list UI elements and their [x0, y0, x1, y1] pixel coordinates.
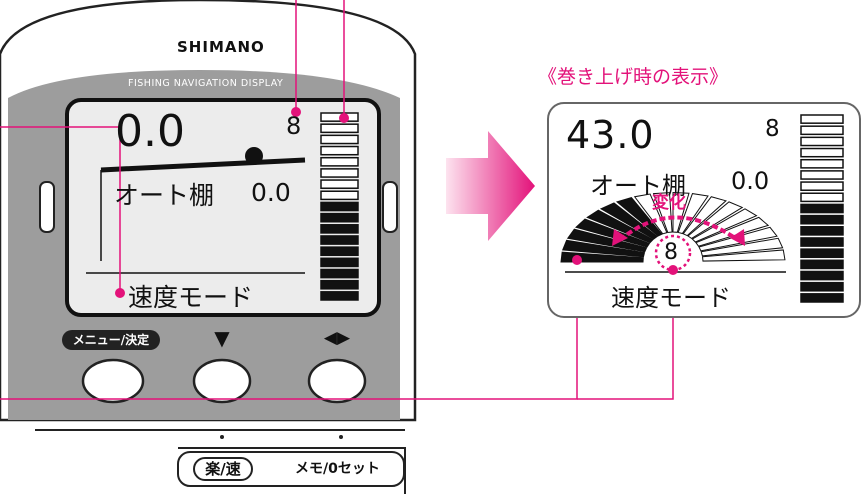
- right-gauge-value: 8: [664, 240, 678, 265]
- level-bar-empty: [320, 145, 359, 156]
- level-bar-filled: [320, 291, 359, 301]
- gauge-arrow-right: [730, 229, 745, 246]
- device-side-tab-right: [382, 181, 398, 233]
- level-bar-filled: [320, 257, 359, 268]
- lower-label-panel: [178, 447, 406, 494]
- level-bar-filled: [320, 235, 359, 245]
- gauge-segment-filled: [586, 209, 654, 244]
- level-bar-empty: [320, 168, 359, 178]
- device-subtitle: FISHING NAVIGATION DISPLAY: [128, 78, 284, 89]
- right-mode-label: 速度モード: [611, 284, 731, 312]
- level-bar-filled: [800, 293, 844, 303]
- level-bar-filled: [320, 246, 359, 257]
- left-level-bars: [320, 112, 359, 301]
- callout-dot-small: [291, 107, 301, 117]
- gauge-segment-filled: [615, 196, 663, 237]
- raku-soku-label: 楽/速: [205, 460, 241, 478]
- gauge-callout-dot-center: [668, 265, 678, 275]
- level-bar-filled: [800, 214, 844, 225]
- level-bar-filled: [320, 279, 359, 290]
- dot-marker-right: [339, 435, 343, 439]
- right-auto-value: 0.0: [731, 167, 770, 195]
- speed-gauge: [560, 192, 786, 263]
- gauge-segment-empty: [695, 216, 770, 247]
- level-bar-filled: [800, 248, 844, 259]
- gauge-segment-empty: [672, 192, 690, 233]
- level-bar-filled: [320, 224, 359, 234]
- left-small-value: 8: [286, 112, 302, 140]
- level-bar-filled: [800, 281, 844, 292]
- level-bar-filled: [320, 212, 359, 223]
- left-depth-value: 0.0: [115, 106, 185, 157]
- level-bar-empty: [800, 170, 844, 180]
- gauge-callout-dot-left: [572, 255, 582, 265]
- callout-line-depth: [0, 126, 121, 293]
- level-bar-filled: [800, 270, 844, 281]
- right-level-bars: [800, 114, 844, 303]
- down-button-label: ▼: [214, 326, 230, 350]
- level-bar-empty: [320, 190, 359, 201]
- gauge-segment-filled: [599, 202, 659, 240]
- callout-dot-mode: [115, 288, 125, 298]
- right-small-value: 8: [765, 116, 780, 142]
- change-label: 変化: [652, 193, 686, 213]
- level-bar-empty: [800, 136, 844, 147]
- menu-button-label-box: [62, 330, 160, 350]
- level-bar-filled: [800, 259, 844, 270]
- left-graph-dot: [245, 147, 263, 165]
- gauge-segment-filled: [575, 218, 651, 248]
- gauge-segment-empty: [682, 196, 727, 237]
- callout-title: 《巻き上げ時の表示》: [538, 66, 729, 88]
- left-auto-value: 0.0: [251, 178, 291, 207]
- right-auto-label: オート棚: [590, 172, 686, 200]
- level-bar-filled: [800, 226, 844, 236]
- left-right-button-label: ◀▶: [323, 328, 351, 348]
- level-bar-empty: [800, 125, 844, 136]
- level-bar-empty: [320, 123, 359, 134]
- gauge-segment-empty: [633, 193, 668, 235]
- gauge-segment-empty: [701, 249, 786, 262]
- gauge-segment-filled: [566, 228, 648, 253]
- brand-logo: SHIMANO: [177, 38, 265, 56]
- level-bar-empty: [320, 179, 359, 189]
- left-screen: [65, 98, 381, 317]
- level-bar-empty: [320, 134, 359, 145]
- level-bar-filled: [800, 203, 844, 214]
- level-bar-empty: [800, 181, 844, 191]
- dot-marker-left: [220, 435, 224, 439]
- gauge-arrow-left: [612, 229, 628, 246]
- gauge-segment-empty: [700, 237, 784, 257]
- level-bar-empty: [800, 158, 844, 169]
- memo-reset-label: メモ/0セット: [295, 461, 380, 477]
- level-bar-filled: [320, 201, 359, 212]
- raku-soku-box: [193, 457, 253, 481]
- device-side-tab-left: [39, 181, 55, 233]
- gauge-segment-empty: [687, 201, 744, 240]
- level-bar-empty: [320, 156, 359, 167]
- left-right-button[interactable]: [307, 358, 367, 404]
- level-bar-empty: [800, 114, 844, 124]
- level-bar-filled: [320, 268, 359, 279]
- gauge-segment-empty: [691, 208, 758, 243]
- right-depth-value: 43.0: [566, 113, 655, 157]
- down-button[interactable]: [192, 358, 252, 404]
- left-mode-label: 速度モード: [128, 283, 254, 312]
- transition-arrow: [446, 131, 535, 241]
- menu-button[interactable]: [81, 358, 145, 404]
- menu-button-label: メニュー/決定: [72, 333, 150, 347]
- gauge-segment-filled: [561, 239, 646, 258]
- gauge-change-arc: [618, 215, 740, 242]
- level-bar-empty: [800, 147, 844, 158]
- level-bar-empty: [800, 192, 844, 203]
- callout-dot-bars: [339, 113, 349, 123]
- level-bar-filled: [800, 237, 844, 247]
- left-graph-line: [100, 157, 306, 173]
- left-auto-label: オート棚: [114, 181, 215, 210]
- gauge-segment-empty: [652, 192, 673, 233]
- gauge-segment-empty: [677, 193, 709, 235]
